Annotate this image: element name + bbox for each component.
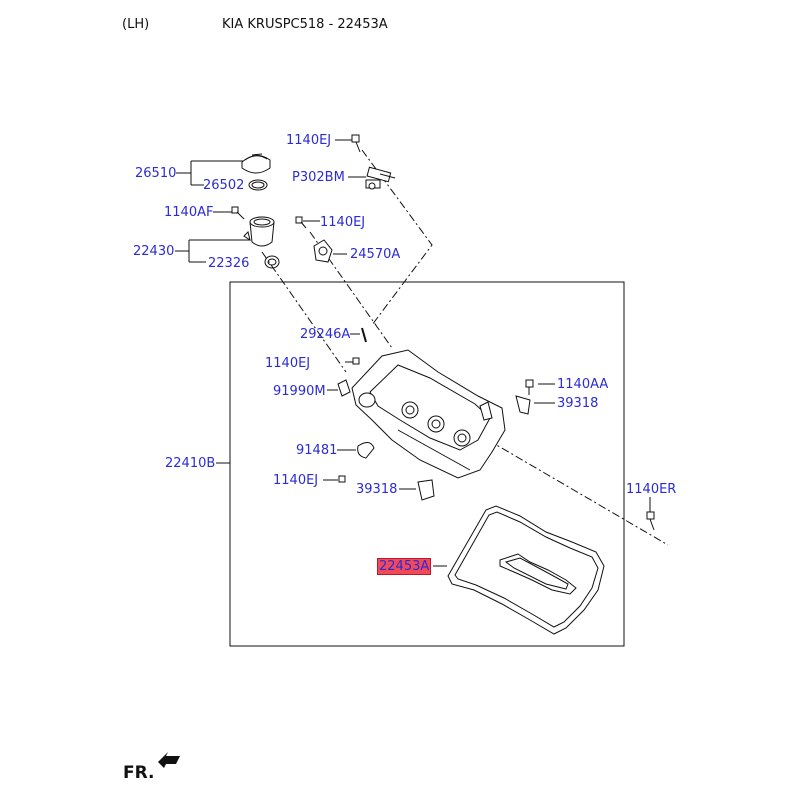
rocker-cover-gasket [447,505,605,635]
cylinder-head-cover [351,349,506,479]
pcv-connector [365,166,396,190]
label-1140ej-low[interactable]: 1140EJ [273,473,319,488]
label-91990m[interactable]: 91990M [273,384,326,399]
bolt-1140ej-low [338,475,346,483]
cam-sensor-right [515,395,531,415]
front-arrow-icon [158,752,180,768]
assembly-frame [229,281,625,647]
oring-22326 [264,255,280,269]
gasket-91481 [357,442,375,459]
label-1140ej-mid[interactable]: 1140EJ [320,215,366,230]
label-1140aa[interactable]: 1140AA [557,377,609,392]
label-26502[interactable]: 26502 [203,178,245,193]
screw-29246a [361,327,367,343]
label-22430[interactable]: 22430 [133,244,175,259]
bolt-1140af [231,206,245,220]
bolt-1140ej-mid [295,216,307,229]
label-24570a[interactable]: 24570A [350,247,401,262]
label-39318-low[interactable]: 39318 [356,482,398,497]
bolt-1140ej-left [352,357,360,365]
bracket-91990m [337,379,351,397]
bolt-1140er [646,511,655,531]
bolt-1140ej-top [351,134,361,153]
label-1140ej-left[interactable]: 1140EJ [265,356,311,371]
label-39318-right[interactable]: 39318 [557,396,599,411]
sensor-24570a [313,239,333,263]
bolt-1140aa [525,379,534,395]
oring-26502 [248,179,268,191]
cam-sensor-low [417,479,435,501]
header-side: (LH) [122,17,150,32]
label-22410b[interactable]: 22410B [165,456,216,471]
label-1140ej-top[interactable]: 1140EJ [286,133,332,148]
header-title: KIA KRUSPC518 - 22453A [222,17,388,32]
label-26510[interactable]: 26510 [135,166,177,181]
filler-neck [243,216,275,247]
label-29246a[interactable]: 29246A [300,327,351,342]
label-1140er[interactable]: 1140ER [626,482,677,497]
oil-filler-cap [241,153,271,174]
label-22453a-highlighted[interactable]: 22453A [376,558,432,575]
label-91481[interactable]: 91481 [296,443,338,458]
label-22326[interactable]: 22326 [208,256,250,271]
label-1140af[interactable]: 1140AF [164,205,214,220]
front-direction-label: FR. [123,763,155,783]
label-p302bm[interactable]: P302BM [292,170,345,185]
